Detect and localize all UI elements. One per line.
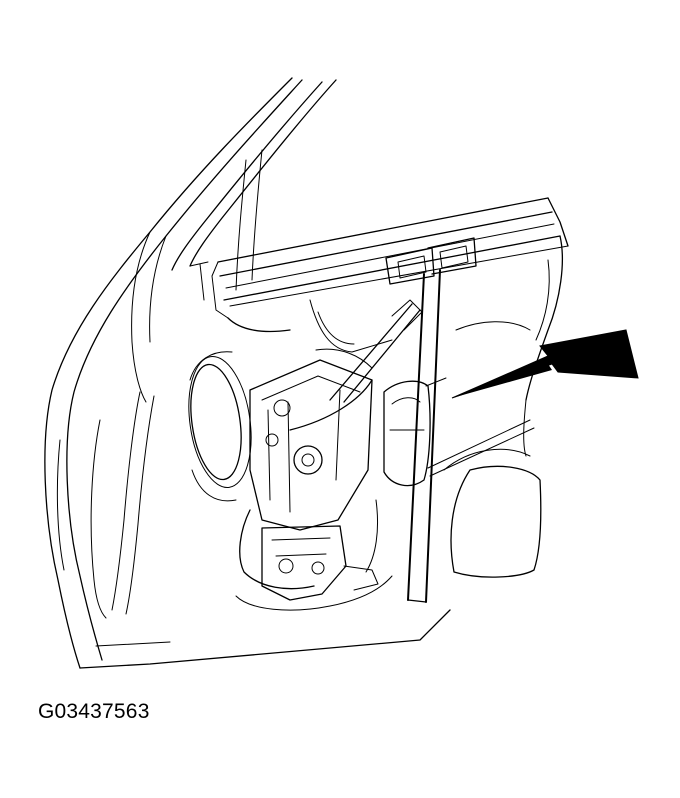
door-diagram <box>44 77 639 669</box>
arrow-icon <box>451 329 639 399</box>
speaker <box>188 351 252 502</box>
window-regulator <box>235 299 423 611</box>
window-channel <box>235 149 263 291</box>
inner-panel <box>227 235 563 578</box>
figure-id-label: G03437563 <box>38 700 150 723</box>
belt-molding <box>189 197 569 319</box>
latch-area <box>383 377 535 487</box>
door-frame <box>44 77 451 669</box>
window-tool <box>385 237 477 603</box>
